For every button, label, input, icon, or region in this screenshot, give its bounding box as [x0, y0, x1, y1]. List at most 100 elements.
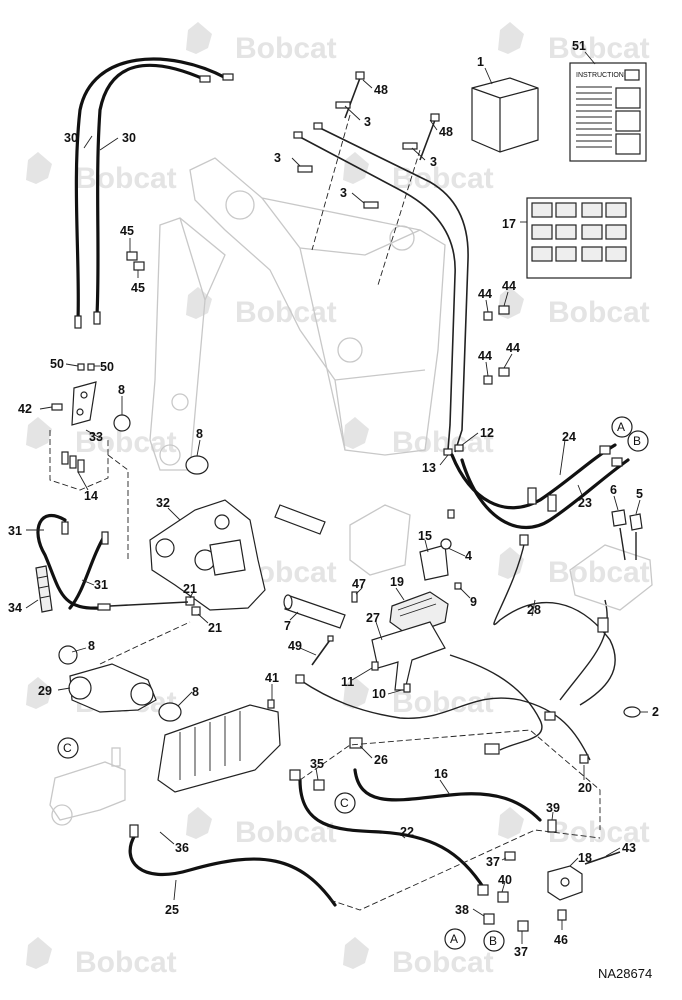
part-34-sleeve: [35, 565, 53, 613]
callout-35: 35: [310, 757, 324, 771]
callout-10: 10: [372, 687, 386, 701]
callout-44: 44: [502, 279, 516, 293]
callout-22: 22: [400, 825, 414, 839]
part-47-pin: [351, 591, 358, 603]
callout-12: 12: [480, 426, 494, 440]
callout-31: 31: [8, 524, 22, 538]
callout-41: 41: [265, 671, 279, 685]
callout-21: 21: [208, 621, 222, 635]
left-bracket-assembly: [49, 363, 209, 560]
callout-19: 19: [390, 575, 404, 589]
part-27-bracket: [371, 621, 446, 693]
part-51-instructions: INSTRUCTIONS: [569, 62, 647, 162]
watermark-text: Bobcat: [548, 296, 650, 329]
callout-15: 15: [418, 529, 432, 543]
hoses-31: [36, 513, 111, 611]
callout-5: 5: [636, 487, 643, 501]
connector-b-label: B: [633, 434, 641, 448]
hose-22: [298, 778, 487, 892]
callout-50: 50: [50, 357, 64, 371]
callout-4: 4: [465, 549, 472, 563]
connector-c-label: C: [340, 796, 349, 810]
callout-14: 14: [84, 489, 98, 503]
callout-29: 29: [38, 684, 52, 698]
callout-3: 3: [340, 186, 347, 200]
connector-a-label: A: [617, 420, 625, 434]
callout-7: 7: [284, 619, 291, 633]
part-29-link: [58, 621, 191, 722]
connector-c-mid: C: [334, 792, 356, 814]
callout-13: 13: [422, 461, 436, 475]
callout-34: 34: [8, 601, 22, 615]
part-2-clip: [623, 706, 641, 718]
watermark-text: Bobcat: [235, 32, 337, 65]
watermark-text: Bobcat: [392, 162, 494, 195]
callout-32: 32: [156, 496, 170, 510]
callout-44: 44: [478, 349, 492, 363]
hoses-24-23: [450, 443, 630, 530]
callout-6: 6: [610, 483, 617, 497]
watermark-text: Bobcat: [392, 946, 494, 979]
callout-37: 37: [514, 945, 528, 959]
callout-17: 17: [502, 217, 516, 231]
connector-a-top: A: [611, 416, 633, 438]
part-32-coupler: [149, 499, 266, 611]
joystick-ghost: [569, 509, 653, 633]
callout-44: 44: [506, 341, 520, 355]
callout-39: 39: [546, 801, 560, 815]
callout-1: 1: [477, 55, 484, 69]
dashed-route: [299, 729, 601, 830]
callout-33: 33: [89, 430, 103, 444]
callout-40: 40: [498, 873, 512, 887]
part-c-valve-ghost: [49, 747, 126, 826]
callout-24: 24: [562, 430, 576, 444]
callout-8: 8: [88, 639, 95, 653]
callout-48: 48: [374, 83, 388, 97]
callout-42: 42: [18, 402, 32, 416]
callout-45: 45: [131, 281, 145, 295]
connector-a-label: A: [450, 932, 458, 946]
bottom-fittings: [289, 769, 567, 932]
callout-36: 36: [175, 841, 189, 855]
callout-16: 16: [434, 767, 448, 781]
callout-50: 50: [100, 360, 114, 374]
boom-outline: [189, 157, 446, 456]
part-18-valve: [547, 851, 621, 901]
callout-30: 30: [64, 131, 78, 145]
watermark-text: Bobcat: [548, 816, 650, 849]
watermark-text: Bobcat: [548, 556, 650, 589]
part-19-ecu: [389, 591, 449, 636]
watermark-text: Bobcat: [548, 32, 650, 65]
callout-30: 30: [122, 131, 136, 145]
callout-25: 25: [165, 903, 179, 917]
hoses-30: [74, 57, 234, 329]
callout-46: 46: [554, 933, 568, 947]
callout-43: 43: [622, 841, 636, 855]
callout-51: 51: [572, 39, 586, 53]
part-41-valve-block: [157, 699, 281, 793]
watermark-text: Bobcat: [392, 426, 494, 459]
callout-numbers: 1 51 48 3 48 30 30 3 3 3 17 45 45 44 44 …: [8, 39, 659, 959]
callout-27: 27: [366, 611, 380, 625]
callout-8: 8: [192, 685, 199, 699]
callout-31: 31: [94, 578, 108, 592]
part-15-bracket: [349, 504, 462, 590]
hose-25: [128, 824, 337, 907]
callout-44: 44: [478, 287, 492, 301]
fasteners-top: [297, 71, 440, 286]
part-17-decal-sheet: [526, 197, 632, 279]
callout-48: 48: [439, 125, 453, 139]
callout-20: 20: [578, 781, 592, 795]
watermark-text: Bobcat: [75, 946, 177, 979]
part-21-fittings: [109, 596, 201, 616]
callout-23: 23: [578, 496, 592, 510]
connector-b-bottom: B: [483, 930, 505, 952]
coupler-pin-top: [274, 504, 326, 535]
callout-45: 45: [120, 224, 134, 238]
callout-9: 9: [470, 595, 477, 609]
part-28-harness: [295, 534, 616, 764]
part-1-box: [471, 77, 539, 153]
callout-28: 28: [527, 603, 541, 617]
